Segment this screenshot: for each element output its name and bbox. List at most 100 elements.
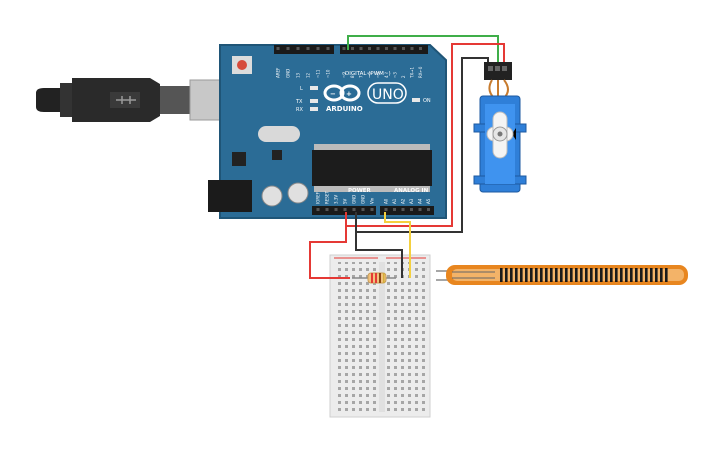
pin-label: TX→1 <box>410 66 415 79</box>
header-pin[interactable] <box>352 208 356 211</box>
resistor[interactable] <box>352 272 396 284</box>
wires <box>309 35 505 279</box>
pin-label: A3 <box>409 198 414 204</box>
header-pin[interactable] <box>393 47 397 50</box>
wire-black-servo-ground[interactable] <box>355 57 489 233</box>
pin-label: ~11 <box>316 69 321 78</box>
flex-sensor-stripe <box>510 268 513 282</box>
flex-sensor-stripe <box>540 268 543 282</box>
flex-sensor-stripe <box>635 268 638 282</box>
breadboard-center-channel <box>379 262 385 412</box>
led-rx-label: RX <box>296 107 303 113</box>
digital-header-left[interactable] <box>274 45 334 54</box>
pin-label: 5V <box>343 198 348 204</box>
flex-sensor[interactable] <box>436 265 688 285</box>
pin-label: A5 <box>426 198 431 204</box>
header-pin[interactable] <box>316 208 320 211</box>
pin-label: IOREF <box>316 191 321 204</box>
header-pin[interactable] <box>384 208 388 211</box>
flex-sensor-stripe <box>525 268 528 282</box>
header-pin[interactable] <box>276 47 280 50</box>
pin-label: AREF <box>276 67 281 78</box>
brand-label: ARDUINO <box>326 105 363 113</box>
header-pin[interactable] <box>370 208 374 211</box>
digital-header-right[interactable] <box>340 45 428 54</box>
led-rx <box>310 107 318 111</box>
pin-label: ~6 <box>367 72 372 78</box>
header-pin[interactable] <box>418 208 422 211</box>
header-pin[interactable] <box>368 47 371 50</box>
header-pin[interactable] <box>296 47 300 50</box>
flex-sensor-stripe <box>610 268 613 282</box>
capacitor <box>287 182 309 204</box>
header-pin[interactable] <box>334 208 338 211</box>
capacitor <box>261 185 283 207</box>
flex-sensor-stripe <box>590 268 593 282</box>
model-label: UNO <box>372 87 404 103</box>
digital-header-label: DIGITAL (PWM~) <box>345 71 391 77</box>
header-pin[interactable] <box>325 208 329 211</box>
flex-sensor-stripe <box>505 268 508 282</box>
flex-sensor-stripe <box>500 268 503 282</box>
header-pin[interactable] <box>401 208 405 211</box>
flex-sensor-stripe <box>550 268 553 282</box>
header-pin[interactable] <box>343 208 347 211</box>
header-pin[interactable] <box>359 47 363 50</box>
wire-black-breadboard-ground[interactable] <box>355 232 403 278</box>
svg-text:−: − <box>330 90 336 98</box>
header-pin[interactable] <box>306 47 310 50</box>
power-label: POWER <box>348 188 372 194</box>
header-pin[interactable] <box>410 208 413 211</box>
pin-label: GND <box>361 195 366 204</box>
led-on <box>412 98 420 102</box>
flex-sensor-stripe <box>565 268 568 282</box>
flex-sensor-stripe <box>580 268 583 282</box>
flex-sensor-stripe <box>620 268 623 282</box>
header-pin[interactable] <box>419 47 422 50</box>
pin-label: GND <box>286 69 291 78</box>
wire-green-signal[interactable] <box>347 35 499 62</box>
pin-label: 4 <box>384 75 389 78</box>
header-pin[interactable] <box>376 47 380 50</box>
header-pin[interactable] <box>410 47 414 50</box>
pin-label: A1 <box>392 198 397 204</box>
flex-sensor-stripe <box>515 268 518 282</box>
header-pin[interactable] <box>316 47 320 50</box>
header-pin[interactable] <box>361 208 365 211</box>
crystal <box>258 126 300 142</box>
flex-sensor-stripe <box>660 268 663 282</box>
pin-label: Vin <box>370 197 375 204</box>
svg-text:+: + <box>346 90 352 98</box>
led-tx <box>310 99 318 103</box>
flex-sensor-stripe <box>530 268 533 282</box>
arduino-logo: − + ARDUINO UNO <box>323 82 407 113</box>
header-pin[interactable] <box>326 47 330 50</box>
reset-button[interactable] <box>237 60 247 70</box>
wire-yellow-analog[interactable] <box>384 212 411 278</box>
header-pin[interactable] <box>393 208 396 211</box>
header-pin[interactable] <box>402 47 405 50</box>
pin-label: GND <box>352 195 357 204</box>
header-pin[interactable] <box>342 47 346 50</box>
pin-label: ~5 <box>376 72 381 78</box>
pin-label: RESET <box>325 191 330 204</box>
analog-header[interactable] <box>380 206 434 215</box>
pin-label: 8 <box>350 75 355 78</box>
header-pin[interactable] <box>427 208 430 211</box>
flex-sensor-stripe <box>645 268 648 282</box>
header-pin[interactable] <box>385 47 388 50</box>
wire-red-breadboard-power[interactable] <box>309 212 350 279</box>
flex-sensor-stripe <box>575 268 578 282</box>
header-pin[interactable] <box>286 47 290 50</box>
pin-label: ~9 <box>342 72 347 78</box>
usb-cable[interactable] <box>36 78 233 122</box>
header-pin[interactable] <box>351 47 354 50</box>
breadboard[interactable] <box>329 254 431 418</box>
flex-sensor-stripe <box>600 268 603 282</box>
micro-servo[interactable] <box>473 62 527 193</box>
analog-label: ANALOG IN <box>394 188 429 194</box>
